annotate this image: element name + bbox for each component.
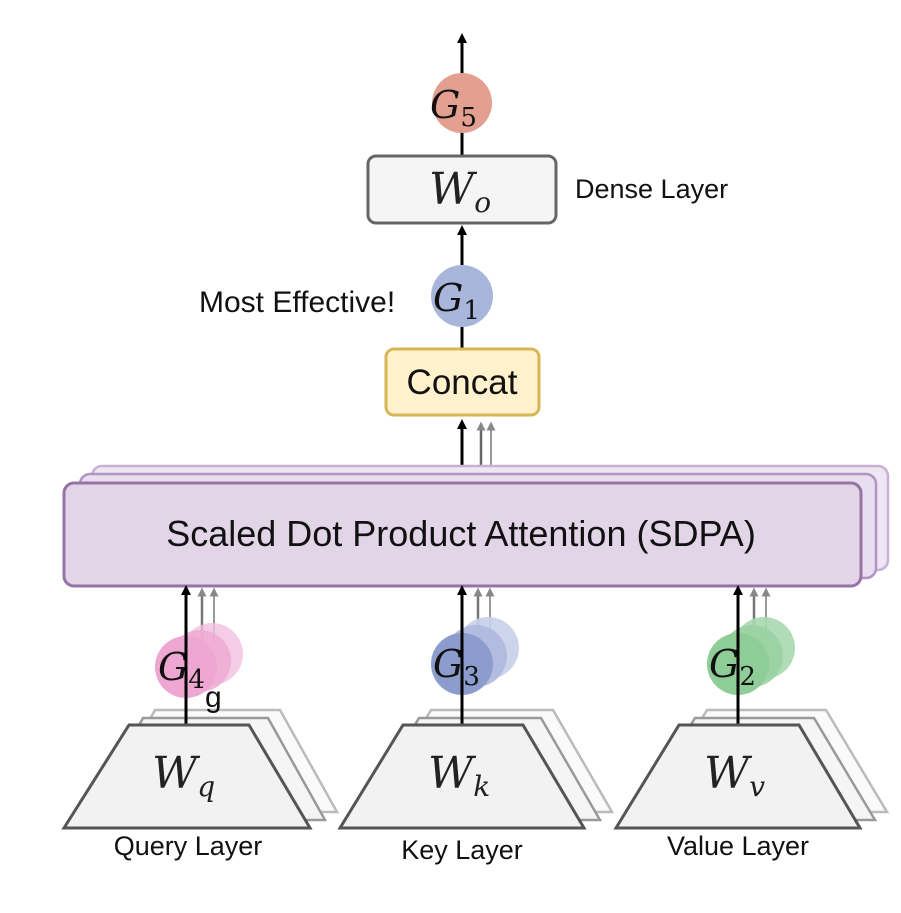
- value-layer-sub: v: [749, 770, 765, 803]
- gate-g1-circle: [431, 265, 493, 327]
- gate-g3-main: G: [433, 642, 463, 686]
- svg-text:Wo: Wo: [429, 164, 491, 219]
- gate-g2-sub: 2: [739, 662, 756, 692]
- key-layer-label: Key Layer: [401, 835, 523, 865]
- svg-text:G1: G1: [433, 276, 480, 326]
- gate-g1[interactable]: G1: [431, 265, 493, 327]
- gate-g5-sub: 5: [460, 103, 477, 133]
- gate-g5[interactable]: G5: [430, 73, 492, 133]
- concat-label: Concat: [407, 363, 518, 402]
- gate-g1-sub: 1: [463, 296, 480, 326]
- most-effective-annotation: Most Effective!: [199, 286, 395, 319]
- sdpa-label: Scaled Dot Product Attention (SDPA): [166, 513, 756, 554]
- svg-text:Wv: Wv: [704, 748, 765, 803]
- svg-text:G3: G3: [433, 642, 480, 692]
- svg-text:G2: G2: [709, 642, 756, 692]
- query-layer-sub: q: [197, 770, 215, 803]
- gate-g5-circle: [432, 73, 492, 133]
- dense-layer-box[interactable]: [366, 154, 558, 225]
- stray-g-text: g: [205, 681, 222, 714]
- dense-layer-main: W: [429, 164, 478, 215]
- value-layer-label: Value Layer: [667, 831, 809, 861]
- dense-layer-label: Dense Layer: [575, 174, 728, 204]
- key-layer-sub: k: [473, 770, 490, 803]
- dense-layer-sub: o: [474, 186, 491, 219]
- gate-g4-sub: 4: [188, 665, 205, 695]
- gate-g4-main: G: [158, 645, 188, 689]
- gate-g2-main: G: [709, 642, 739, 686]
- gate-g3-sub: 3: [463, 662, 480, 692]
- key-layer-trapezoid[interactable]: [337, 723, 587, 830]
- key-layer-main: W: [428, 748, 477, 799]
- query-layer-label: Query Layer: [114, 831, 263, 861]
- value-layer-main: W: [704, 748, 753, 799]
- gate-g4[interactable]: G4: [155, 636, 217, 698]
- gate-g1-main: G: [433, 276, 463, 320]
- concat-box[interactable]: [384, 347, 541, 417]
- query-layer-main: W: [152, 748, 201, 799]
- gate-g5-main: G: [430, 83, 460, 127]
- svg-text:Wq: Wq: [152, 748, 215, 803]
- value-layer-trapezoid[interactable]: [613, 723, 863, 830]
- svg-text:Wk: Wk: [428, 748, 490, 803]
- query-layer-trapezoid[interactable]: [61, 723, 313, 830]
- svg-text:G5: G5: [430, 83, 477, 133]
- svg-text:G4: G4: [158, 645, 205, 695]
